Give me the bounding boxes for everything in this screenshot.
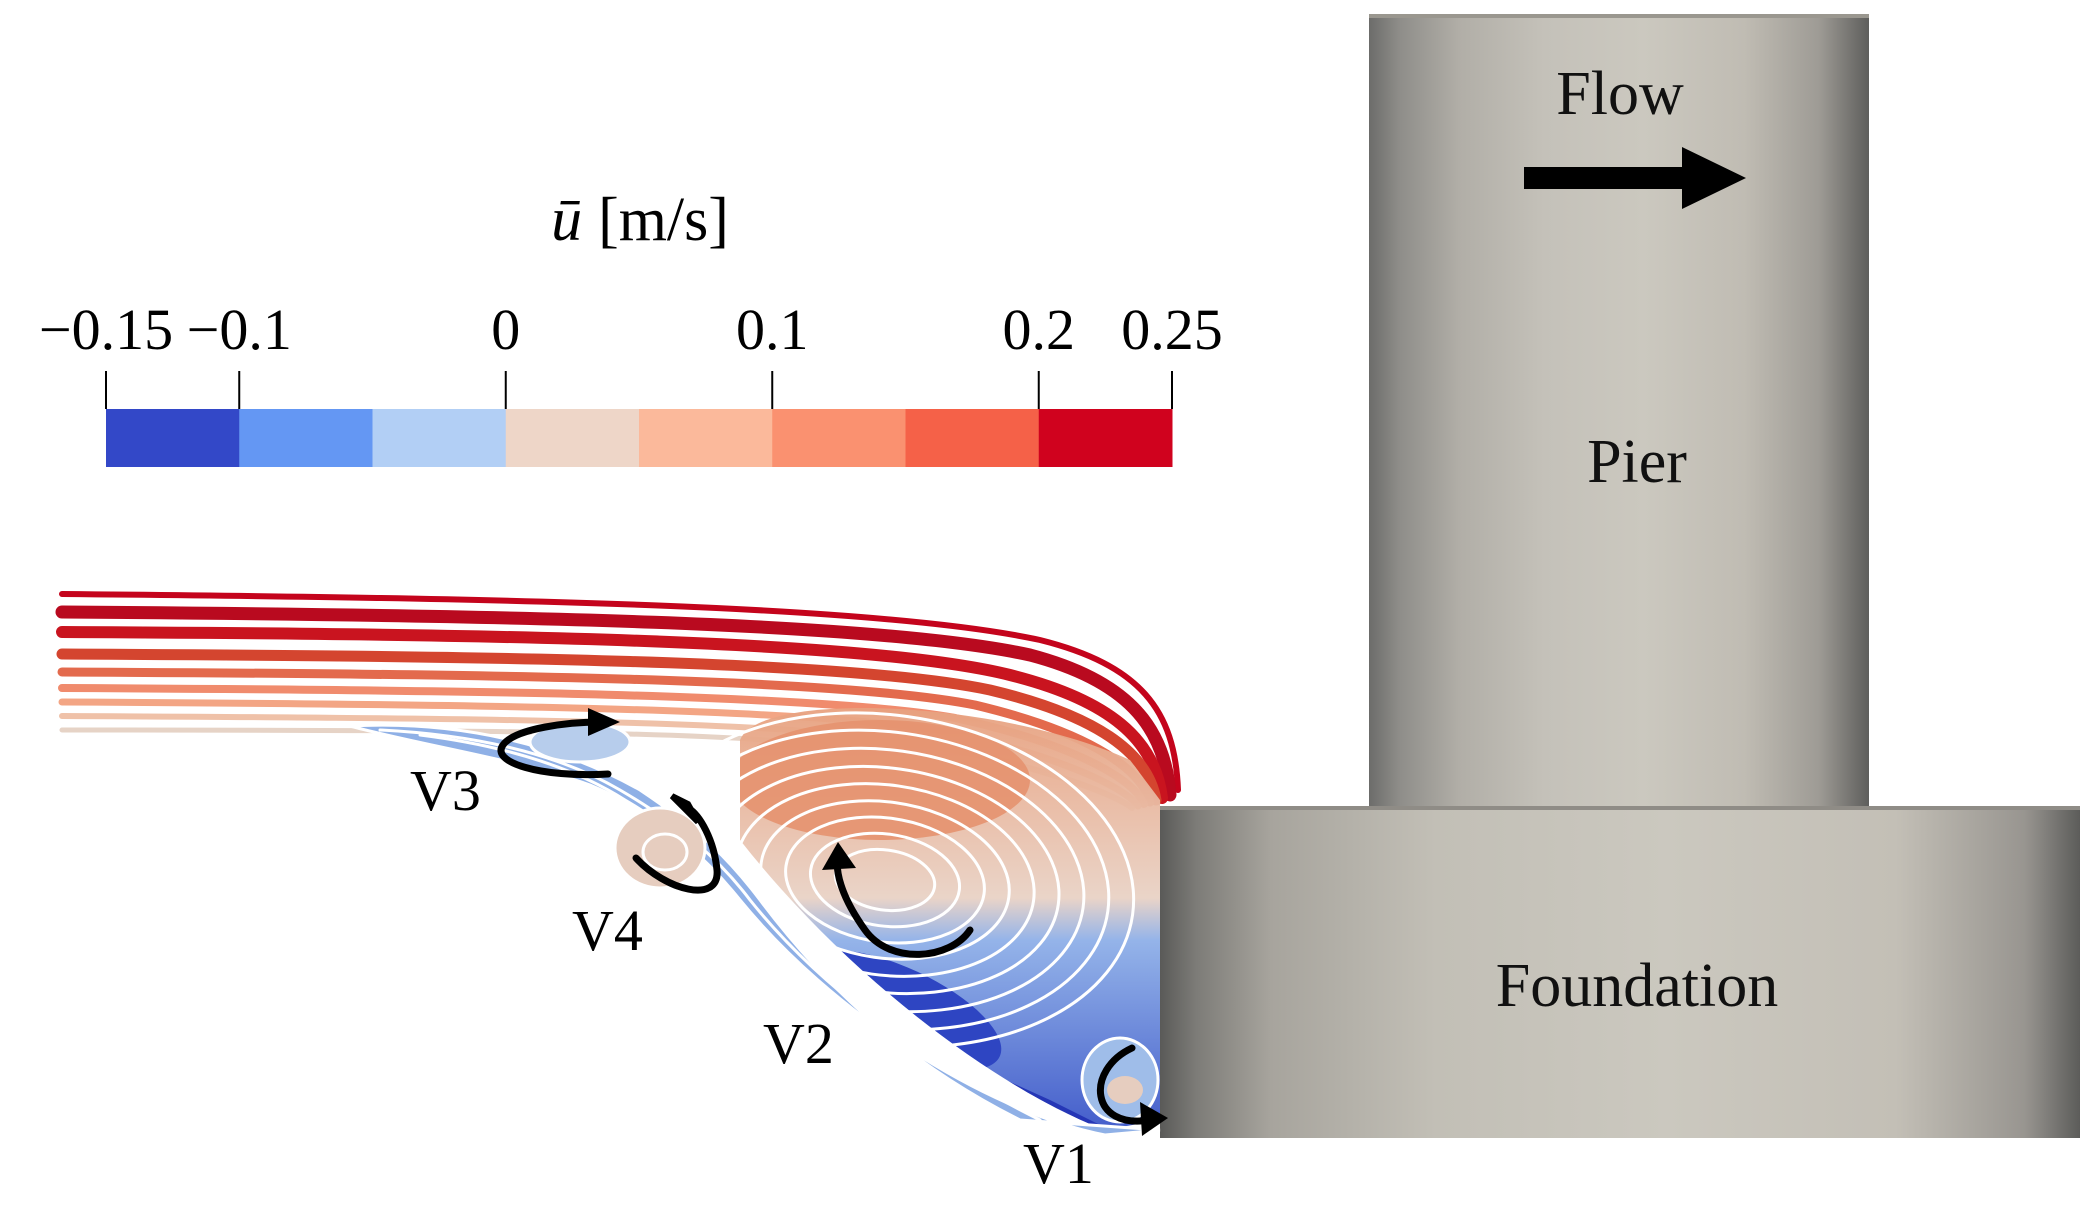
colorbar-band: [772, 409, 906, 467]
colorbar-title-symbol: ū: [551, 186, 582, 254]
streamline: [56, 626, 1168, 804]
colorbar-title: ū[m/s]: [551, 186, 729, 254]
pier-top-edge: [1369, 14, 1869, 18]
pier-column: [1369, 16, 1869, 810]
streamline: [55, 605, 1177, 802]
v2-ring: [734, 782, 1036, 978]
v2-core-red: [740, 720, 1030, 840]
v3-rotation-arrow: [497, 718, 612, 779]
flow-indicator: Flow: [1524, 60, 1746, 209]
v1-core-inner: [1107, 1076, 1143, 1104]
colorbar-tick-label: 0.1: [736, 297, 809, 362]
flow-arrow: [1524, 147, 1746, 209]
colorbar-band: [239, 409, 373, 467]
colorbar-title-unit: [m/s]: [598, 186, 729, 254]
colorbar-tick-label: 0: [491, 297, 520, 362]
colorbar-band: [106, 409, 240, 467]
streamlines: [55, 591, 1181, 1137]
colorbar-band: [1038, 409, 1173, 467]
v2-arrowhead: [822, 842, 856, 870]
colorbar-bands: [106, 409, 1173, 467]
colorbar-band: [639, 409, 773, 467]
colorbar-band: [372, 409, 507, 467]
flow-label: Flow: [1556, 60, 1684, 128]
v1-rotation-arrow: [1096, 1044, 1154, 1125]
v2-label: V2: [763, 1011, 834, 1076]
colorbar-band: [905, 409, 1040, 467]
vortex-arrows: [497, 708, 1168, 1136]
v2-vortex: [634, 707, 1160, 1130]
v3-arrowhead: [588, 708, 620, 736]
streamline: [56, 648, 1162, 806]
foundation-label: Foundation: [1496, 952, 1778, 1020]
foundation-block: [1160, 808, 2080, 1138]
streamline: [59, 591, 1181, 793]
v4-rotation-arrow: [632, 804, 721, 894]
pier: Pier: [1369, 14, 1869, 810]
shear-tongue: [349, 723, 1161, 1137]
colorbar-tick-label: −0.1: [187, 297, 292, 362]
v2-rotation-arrow: [833, 851, 974, 958]
v4-label: V4: [572, 898, 643, 963]
vortex-labels: V1 V2 V3 V4: [410, 758, 1094, 1196]
colorbar: ū[m/s] −0.15−0.1 0 0.1 0.2 0.25: [39, 186, 1223, 467]
pier-label: Pier: [1587, 428, 1687, 496]
v4-arrowhead: [669, 793, 701, 825]
v4-core: [613, 806, 707, 890]
v2-ring: [759, 799, 1011, 961]
v4-core-inner: [641, 832, 689, 872]
colorbar-band: [505, 409, 640, 467]
colorbar-tick-label: 0.2: [1003, 297, 1076, 362]
colorbar-tick-label: −0.15: [39, 297, 173, 362]
colorbar-ticks: −0.15−0.1 0 0.1 0.2 0.25: [39, 297, 1223, 409]
v2-ring: [808, 831, 962, 929]
colorbar-tick-label: 0.25: [1121, 297, 1223, 362]
foundation-top-edge: [1160, 806, 2080, 810]
shear-streak: [418, 733, 1012, 1120]
foundation: Foundation: [1160, 806, 2080, 1138]
v1-arrowhead: [1140, 1102, 1168, 1136]
v1-label: V1: [1023, 1131, 1094, 1196]
v3-label: V3: [410, 758, 481, 823]
